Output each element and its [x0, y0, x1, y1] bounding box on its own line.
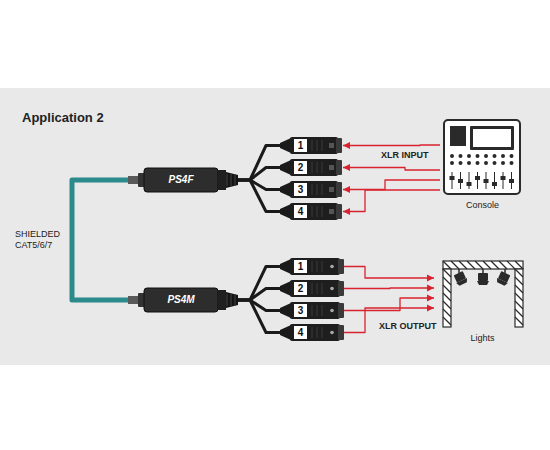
- diagram-title: Application 2: [22, 110, 104, 125]
- fanout-wire: [238, 146, 280, 181]
- fanout-wire: [238, 289, 280, 301]
- fanout-wire: [238, 168, 280, 181]
- male-node: 2: [280, 279, 344, 298]
- callout-number: 1: [294, 139, 307, 152]
- device-label: Console: [466, 200, 499, 210]
- signal-arrow: [343, 180, 440, 190]
- male-node: 1: [280, 257, 344, 276]
- callout-number: 3: [294, 183, 307, 196]
- callout-number: 3: [294, 304, 307, 317]
- male-shape: [280, 323, 344, 342]
- female-node: 4: [280, 202, 342, 221]
- female-node: 2: [280, 158, 342, 177]
- device-label: Lights: [470, 333, 494, 343]
- female-shape: [280, 136, 342, 155]
- unit-label: PS4M: [167, 286, 194, 314]
- callout-number: 2: [294, 161, 307, 174]
- lights-node: Lights: [435, 255, 530, 347]
- fanout-wire: [238, 180, 280, 212]
- female-shape: [280, 158, 342, 177]
- female-shape: [280, 202, 342, 221]
- console-node: Console: [440, 118, 525, 218]
- console-shape: [440, 118, 525, 196]
- cable-label: SHIELDED CAT5/6/7: [14, 229, 66, 252]
- callout-number: 4: [294, 326, 307, 339]
- fanout-wire: [238, 300, 280, 333]
- lights-shape: [435, 255, 530, 329]
- fanout-wire: [238, 267, 280, 301]
- network-cable: [72, 180, 128, 300]
- male-shape: [280, 301, 344, 320]
- callout-number: 4: [294, 205, 307, 218]
- unit-node: PS4M: [128, 286, 238, 314]
- signal-arrow: [344, 287, 434, 289]
- signal-arrow: [343, 144, 440, 146]
- fanout-wire: [238, 300, 280, 311]
- male-node: 4: [280, 323, 344, 342]
- unit-label: PS4F: [168, 166, 193, 194]
- signal-arrow: [343, 190, 440, 212]
- male-node: 3: [280, 301, 344, 320]
- signal-label: XLR OUTPUT: [378, 321, 438, 332]
- signal-arrow: [344, 267, 434, 279]
- callout-number: 2: [294, 282, 307, 295]
- male-shape: [280, 279, 344, 298]
- signal-label: XLR INPUT: [380, 150, 430, 161]
- male-shape: [280, 257, 344, 276]
- female-shape: [280, 180, 342, 199]
- callout-number: 1: [294, 260, 307, 273]
- female-node: 3: [280, 180, 342, 199]
- female-node: 1: [280, 136, 342, 155]
- signal-arrow: [343, 168, 440, 171]
- unit-node: PS4F: [128, 166, 238, 194]
